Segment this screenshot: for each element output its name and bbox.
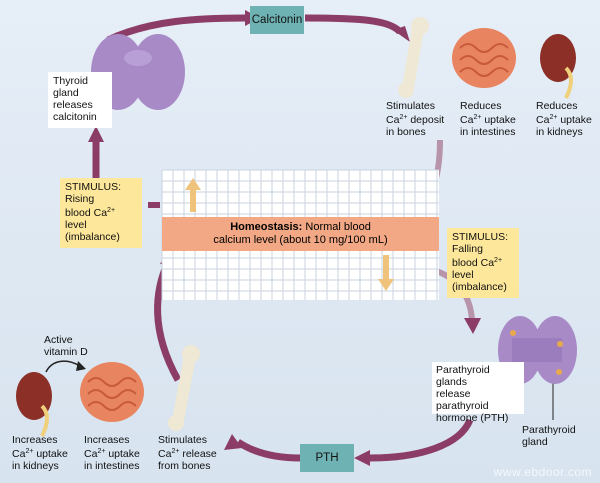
arrowhead-parathyroid bbox=[464, 318, 481, 334]
top-effect-bones-line-3: in bones bbox=[386, 126, 426, 138]
top-effect-intestines-line-1: Reduces bbox=[460, 100, 502, 112]
top-effect-kidneys-line-3: in kidneys bbox=[536, 126, 583, 138]
parathyroid-gland-label: Parathyroid gland bbox=[522, 424, 576, 448]
top-effect-kidneys: Reduces Ca2+ uptake in kidneys bbox=[536, 100, 592, 138]
parathyroid-gland-line-1: Parathyroid bbox=[522, 424, 576, 436]
pth-label-box: PTH bbox=[300, 444, 354, 472]
stimulus-falling-line-2: blood Ca2+ bbox=[452, 257, 503, 269]
arrow-calcitonin-to-bones bbox=[304, 14, 403, 35]
arrow-thyroid-to-calcitonin bbox=[106, 14, 246, 44]
stimulus-rising-line-1: Rising bbox=[65, 193, 95, 205]
parathyroid-release-line-3: release parathyroid bbox=[436, 388, 489, 412]
pth-label: PTH bbox=[315, 452, 339, 464]
homeostasis-bar: Homeostasis: Normal blood calcium level … bbox=[162, 217, 439, 251]
top-effect-kidneys-line-1: Reduces bbox=[536, 100, 578, 112]
top-effect-kidneys-line-2: Ca2+ uptake bbox=[536, 114, 592, 126]
thyroid-release-box: Thyroid gland releases calcitonin bbox=[48, 72, 112, 128]
kidney-illustration-top bbox=[540, 34, 576, 99]
top-effect-bones-line-1: Stimulates bbox=[386, 100, 436, 112]
thyroid-release-line-3: releases bbox=[53, 99, 93, 111]
watermark: www.ebdoor.com bbox=[493, 465, 592, 479]
bottom-effect-intestines: Increases Ca2+ uptake in intestines bbox=[84, 434, 140, 472]
bone-illustration-bottom bbox=[168, 345, 200, 431]
parathyroid-gland-line-2: gland bbox=[522, 436, 548, 448]
intestine-illustration-top bbox=[452, 28, 516, 88]
bone-illustration-top bbox=[398, 17, 429, 98]
bottom-effect-bones-line-2: Ca2+ release bbox=[158, 448, 217, 460]
arrowhead-vitamin-d bbox=[76, 361, 86, 371]
arrow-pth-to-bones bbox=[236, 439, 301, 462]
stimulus-rising-title: STIMULUS: bbox=[65, 181, 122, 193]
stimulus-rising-line-4: (imbalance) bbox=[65, 231, 120, 243]
parathyroid-release-line-2: glands bbox=[436, 376, 467, 388]
intestine-illustration-bottom bbox=[80, 362, 144, 422]
kidney-illustration-bottom bbox=[16, 372, 52, 437]
parathyroid-release-line-4: hormone (PTH) bbox=[436, 412, 509, 424]
bottom-effect-bones-line-3: from bones bbox=[158, 460, 211, 472]
active-vitamin-d-line-2: vitamin D bbox=[44, 346, 88, 358]
homeostasis-text: Normal blood bbox=[305, 221, 371, 233]
stimulus-falling-title: STIMULUS: bbox=[452, 231, 509, 243]
thyroid-release-line-1: Thyroid bbox=[53, 75, 89, 87]
stimulus-falling-line-3: level bbox=[452, 269, 474, 281]
bottom-effect-kidneys-line-2: Ca2+ uptake bbox=[12, 448, 68, 460]
arrow-parathyroid-to-pth bbox=[369, 418, 474, 462]
stimulus-falling-line-1: Falling bbox=[452, 243, 483, 255]
top-effect-bones: Stimulates Ca2+ deposit in bones bbox=[386, 100, 444, 138]
stimulus-falling-box: STIMULUS: Falling blood Ca2+ level (imba… bbox=[447, 228, 519, 298]
thyroid-release-line-2: gland bbox=[53, 87, 79, 99]
homeostasis-line-2: calcium level (about 10 mg/100 mL) bbox=[213, 234, 388, 246]
active-vitamin-d-label: Active vitamin D bbox=[44, 334, 88, 358]
stimulus-falling-line-4: (imbalance) bbox=[452, 281, 507, 293]
parathyroid-release-line-1: Parathyroid bbox=[436, 364, 490, 376]
calcitonin-label-box: Calcitonin bbox=[250, 6, 304, 34]
stimulus-rising-box: STIMULUS: Rising blood Ca2+ level (imbal… bbox=[60, 178, 142, 248]
top-effect-intestines-line-2: Ca2+ uptake bbox=[460, 114, 516, 126]
homeostasis-bold: Homeostasis: bbox=[230, 221, 303, 233]
bottom-effect-intestines-line-2: Ca2+ uptake bbox=[84, 448, 140, 460]
stimulus-rising-line-3: level bbox=[65, 219, 87, 231]
arrowhead-thyroid bbox=[88, 126, 104, 142]
bottom-effect-intestines-line-3: in intestines bbox=[84, 460, 140, 472]
active-vitamin-d-line-1: Active bbox=[44, 334, 73, 346]
level-up-arrow bbox=[185, 178, 201, 212]
arrowhead-bones bbox=[393, 26, 410, 42]
arrowhead-bottom-effects bbox=[224, 434, 242, 450]
arrow-vitamin-d bbox=[45, 360, 81, 373]
bottom-effect-kidneys-line-1: Increases bbox=[12, 434, 58, 446]
top-effect-bones-line-2: Ca2+ deposit bbox=[386, 114, 445, 126]
parathyroid-release-box: Parathyroid glands release parathyroid h… bbox=[432, 362, 524, 424]
bottom-effect-kidneys: Increases Ca2+ uptake in kidneys bbox=[12, 434, 68, 472]
level-down-arrow bbox=[378, 255, 394, 291]
calcitonin-label: Calcitonin bbox=[251, 14, 303, 26]
top-effect-intestines: Reduces Ca2+ uptake in intestines bbox=[460, 100, 516, 138]
bottom-effect-bones: Stimulates Ca2+ release from bones bbox=[158, 434, 217, 472]
thyroid-release-line-4: calcitonin bbox=[53, 111, 97, 123]
bottom-effect-kidneys-line-3: in kidneys bbox=[12, 460, 59, 472]
bottom-effect-intestines-line-1: Increases bbox=[84, 434, 130, 446]
stimulus-rising-line-2: blood Ca2+ bbox=[65, 207, 116, 219]
arrowhead-pth bbox=[354, 450, 370, 466]
bottom-effect-bones-line-1: Stimulates bbox=[158, 434, 208, 446]
top-effect-intestines-line-3: in intestines bbox=[460, 126, 516, 138]
